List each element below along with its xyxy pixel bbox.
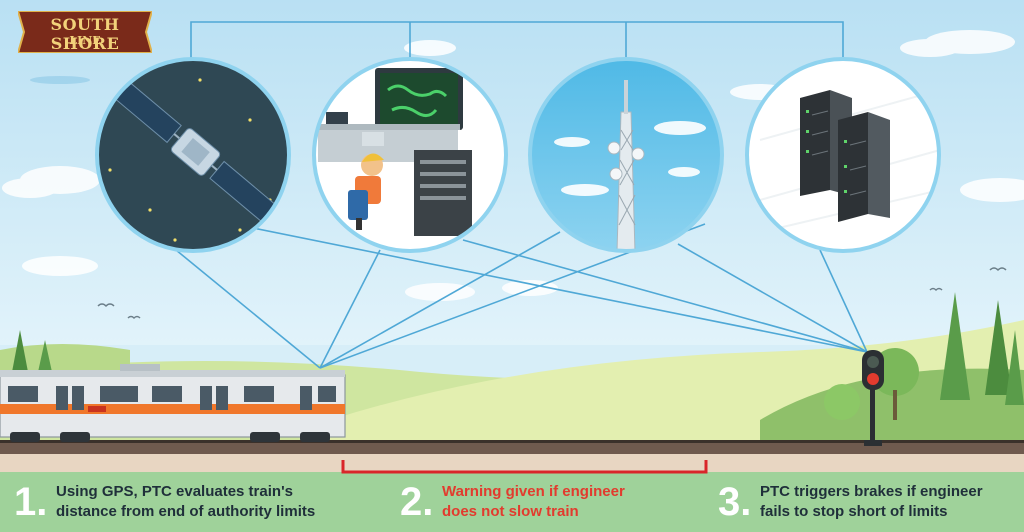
birds (97, 267, 1007, 320)
server-rack-icon (745, 57, 941, 253)
south-shore-logo: SOUTH SHORE LINE (18, 11, 152, 53)
dispatch-center-icon (312, 57, 508, 253)
step-3-text: PTC triggers brakes if engineer fails to… (760, 482, 983, 522)
logo-text-main: SOUTH SHORE (50, 15, 120, 53)
step-2-text: Warning given if engineer does not slow … (442, 482, 625, 522)
satellite-icon (95, 57, 291, 253)
cell-tower-icon (528, 57, 724, 253)
clouds (2, 30, 1024, 301)
step-1-number: 1. (14, 480, 48, 524)
step-2-number: 2. (400, 480, 434, 524)
step-3-line2: fails to stop short of limits (760, 503, 948, 520)
step-2-line1: Warning given if engineer (442, 483, 625, 500)
step-1-line2: distance from end of authority limits (56, 503, 316, 520)
logo-text-sub: LINE (69, 34, 101, 47)
step-3-line1: PTC triggers brakes if engineer (760, 483, 983, 500)
step-1-line1: Using GPS, PTC evaluates train's (56, 483, 293, 500)
step-1-text: Using GPS, PTC evaluates train's distanc… (56, 482, 315, 522)
railway-signal-icon (862, 350, 884, 446)
train-icon (0, 364, 346, 442)
logo-badge (18, 11, 152, 53)
step-3-number: 3. (718, 480, 752, 524)
step-2-line2: does not slow train (442, 503, 579, 520)
